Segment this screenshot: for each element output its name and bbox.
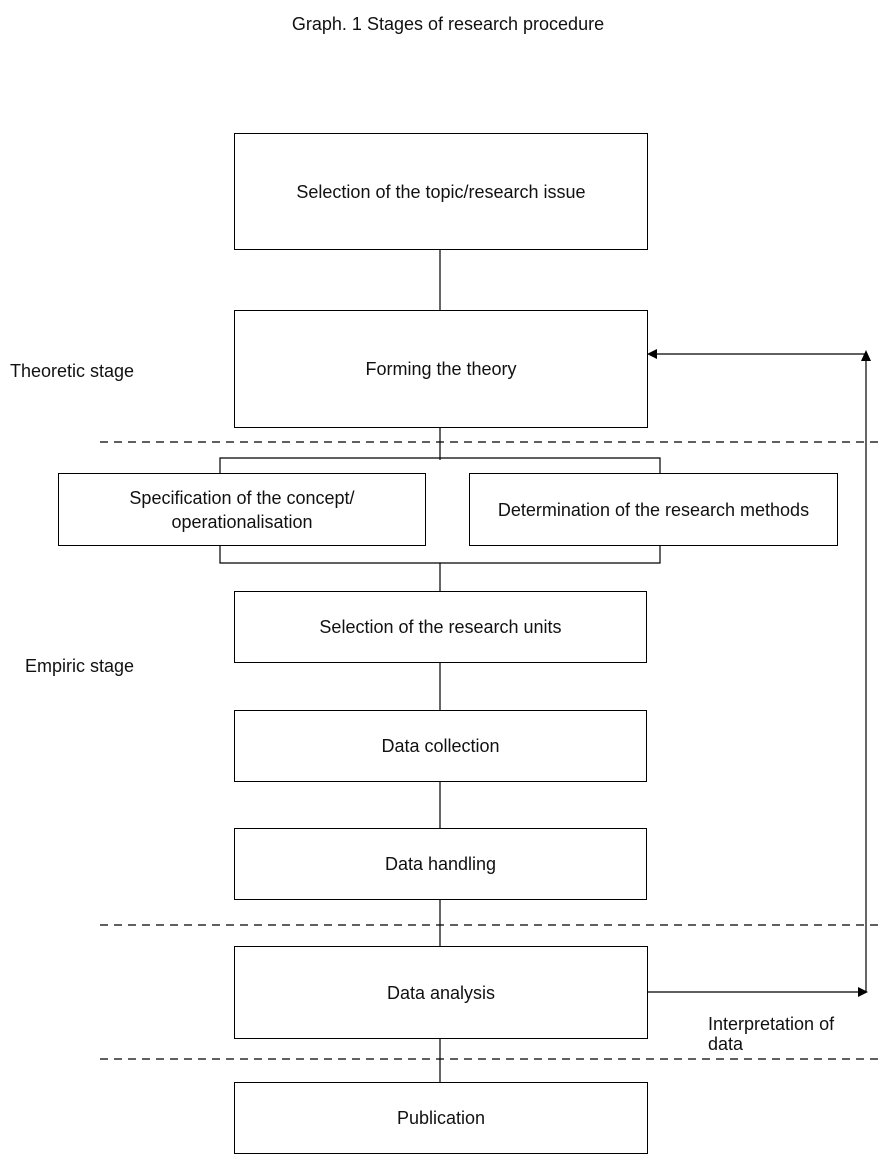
branch-bottom [219,546,661,564]
box-research-units: Selection of the research units [234,591,647,663]
feedback-label: Interpretation of data [708,1014,834,1054]
box-theory-label: Forming the theory [365,359,517,379]
box-data-analysis: Data analysis [234,946,648,1039]
feedback-label-line2: data [708,1034,744,1054]
box-research-methods: Determination of the research methods [469,473,838,546]
box-specification-line2: operationalisation [171,511,313,532]
branch-top [219,457,661,473]
stage-label-theoretic: Theoretic stage [10,361,135,381]
box-units-label: Selection of the research units [319,617,562,637]
feedback-arrowhead-left [647,349,657,359]
feedback-label-line1: Interpretation of [708,1014,835,1034]
box-analysis-label: Data analysis [386,982,496,1003]
box-specification-line1: Specification of the concept/ [129,487,355,508]
box-publication-label: Publication [396,1108,486,1128]
diagram-title: Graph. 1 Stages of research procedure [291,14,605,34]
box-specification: Specification of the concept/ operationa… [58,473,426,546]
box-data-collection: Data collection [234,710,647,782]
box-methods-label: Determination of the research methods [497,499,810,520]
box-topic-selection: Selection of the topic/research issue [234,133,648,250]
box-handling-label: Data handling [384,854,497,874]
stage-label-empiric: Empiric stage [25,656,135,676]
box-forming-theory: Forming the theory [234,310,648,428]
feedback-arrowhead-right [858,987,868,997]
box-topic-label: Selection of the topic/research issue [296,181,586,202]
box-collection-label: Data collection [381,736,500,756]
box-publication: Publication [234,1082,648,1154]
box-data-handling: Data handling [234,828,647,900]
feedback-arrowhead-up [861,350,871,361]
